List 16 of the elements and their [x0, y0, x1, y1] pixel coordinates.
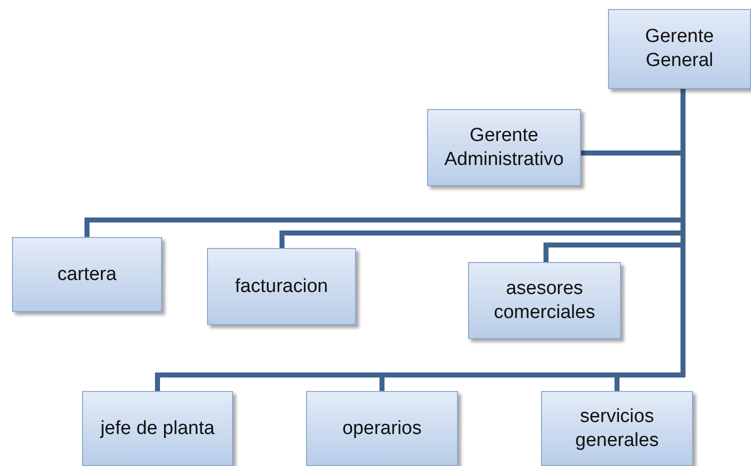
role-label: facturacion — [235, 274, 328, 298]
org-box — [608, 9, 751, 89]
role-label: operarios — [342, 416, 422, 440]
org-box — [541, 391, 693, 466]
org-box — [306, 391, 458, 466]
role-label: asesores comerciales — [492, 276, 596, 324]
org-box — [468, 262, 621, 339]
org-box — [427, 109, 581, 186]
role-label: servicios generales — [574, 404, 660, 452]
role-label: Gerente General — [644, 25, 715, 73]
org-box — [12, 237, 162, 312]
org-box — [82, 391, 233, 466]
role-label: cartera — [57, 262, 117, 286]
org-box — [207, 248, 356, 325]
role-label: Gerente Administrativo — [443, 124, 565, 172]
role-label: jefe de planta — [100, 416, 215, 440]
